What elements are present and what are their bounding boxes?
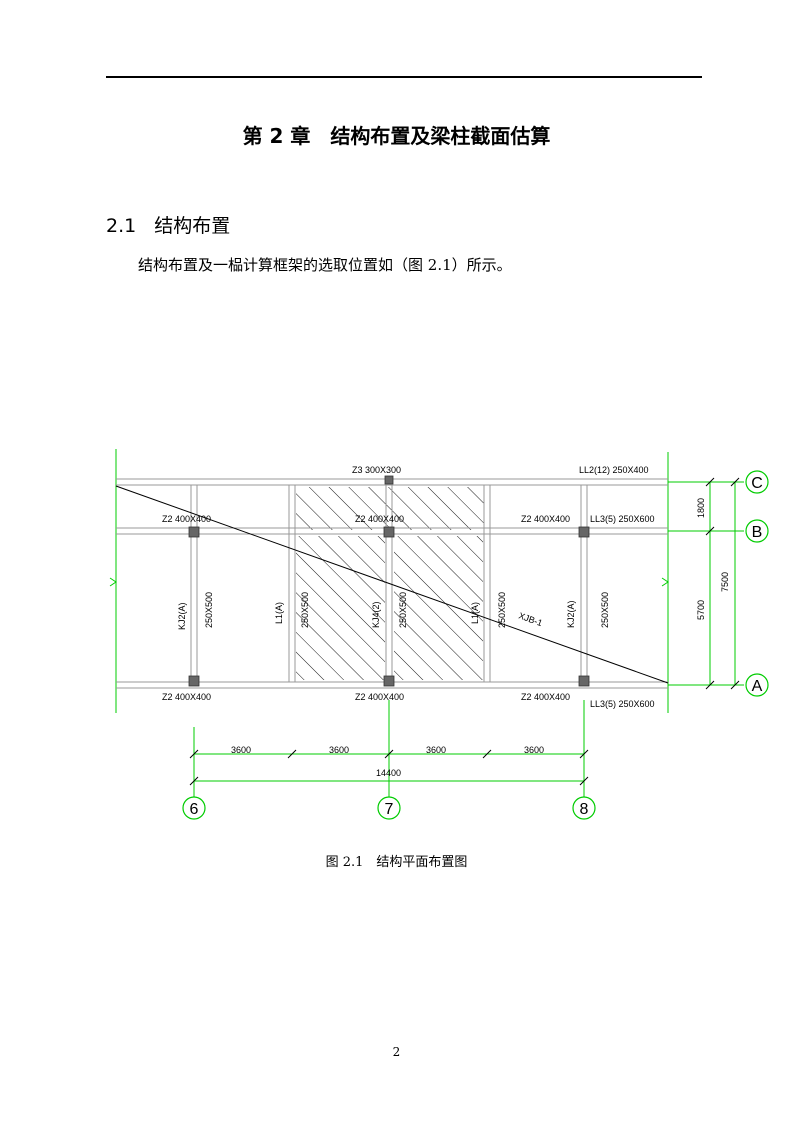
label-xjb: XJB-1: [517, 610, 543, 628]
section-heading: 2.1 结构布置: [106, 211, 230, 238]
beams: [116, 478, 668, 689]
axis-label-a: A: [752, 678, 763, 695]
figure-caption: 图 2.1 结构平面布置图: [325, 855, 468, 870]
label-beam-250x500-2: 250X500: [300, 592, 310, 628]
hatched-slab-upper: [296, 487, 484, 530]
column-z2-a6: [188, 675, 200, 687]
dim-span-4: 3600: [524, 745, 544, 755]
hatched-slab-right: [394, 536, 483, 680]
label-kj2-left: KJ2(A): [177, 602, 187, 630]
axis-label-c: C: [751, 475, 763, 492]
body-paragraph: 结构布置及一榀计算框架的选取位置如（图 2.1）所示。: [138, 256, 512, 274]
label-l1-left: L1(A): [274, 602, 284, 624]
label-ll3-top: LL3(5) 250X600: [590, 514, 655, 524]
header-rule: [106, 76, 702, 78]
axis-label-6: 6: [190, 801, 199, 818]
label-beam-250x500-5: 250X500: [600, 592, 610, 628]
chapter-number: 第 2 章: [242, 124, 311, 148]
section-number: 2.1: [106, 215, 137, 237]
label-z2-a-left: Z2 400X400: [162, 692, 211, 702]
dimension-ticks: [189, 477, 740, 786]
column-z2-b7: [383, 526, 395, 538]
dim-span-2: 3600: [329, 745, 349, 755]
chapter-title: 结构布置及梁柱截面估算: [330, 124, 551, 148]
chapter-heading: 第 2 章结构布置及梁柱截面估算: [0, 120, 793, 149]
columns: [188, 475, 590, 687]
dim-total-y: 7500: [720, 572, 730, 592]
dim-span-ab: 5700: [696, 600, 706, 620]
label-z3: Z3 300X300: [352, 465, 401, 475]
label-ll2: LL2(12) 250X400: [579, 465, 649, 475]
label-z2-a-mid: Z2 400X400: [355, 692, 404, 702]
axis-bubbles: [182, 470, 769, 820]
dim-span-bc: 1800: [696, 498, 706, 518]
column-z2-a7: [383, 675, 395, 687]
label-l1-right: L1(A): [470, 602, 480, 624]
page-number: 2: [392, 1045, 401, 1059]
label-beam-250x500-1: 250X500: [204, 592, 214, 628]
column-z2-b6: [188, 526, 200, 538]
hatched-slab-left: [296, 536, 385, 680]
section-cut-line: [115, 485, 669, 684]
label-beam-250x500-4: 250X500: [497, 592, 507, 628]
column-z3: [384, 475, 394, 485]
dim-span-3: 3600: [426, 745, 446, 755]
section-title: 结构布置: [154, 215, 231, 237]
label-z2-b-mid: Z2 400X400: [355, 514, 404, 524]
dim-span-1: 3600: [231, 745, 251, 755]
label-ll3-bottom: LL3(5) 250X600: [590, 699, 655, 709]
label-z2-a-right: Z2 400X400: [521, 692, 570, 702]
label-z2-b-right: Z2 400X400: [521, 514, 570, 524]
column-z2-b8: [578, 526, 590, 538]
dim-total-x: 14400: [376, 768, 401, 778]
label-kj2-right: KJ2(A): [566, 600, 576, 628]
label-beam-250x500-3: 250X500: [398, 592, 408, 628]
axis-label-8: 8: [580, 801, 589, 818]
label-kj4: KJ4(2): [371, 601, 381, 628]
label-z2-b-left: Z2 400X400: [162, 514, 211, 524]
column-z2-a8: [578, 675, 590, 687]
hatched-slabs: [296, 487, 484, 680]
axis-label-7: 7: [385, 801, 394, 818]
axis-label-b: B: [752, 524, 763, 541]
